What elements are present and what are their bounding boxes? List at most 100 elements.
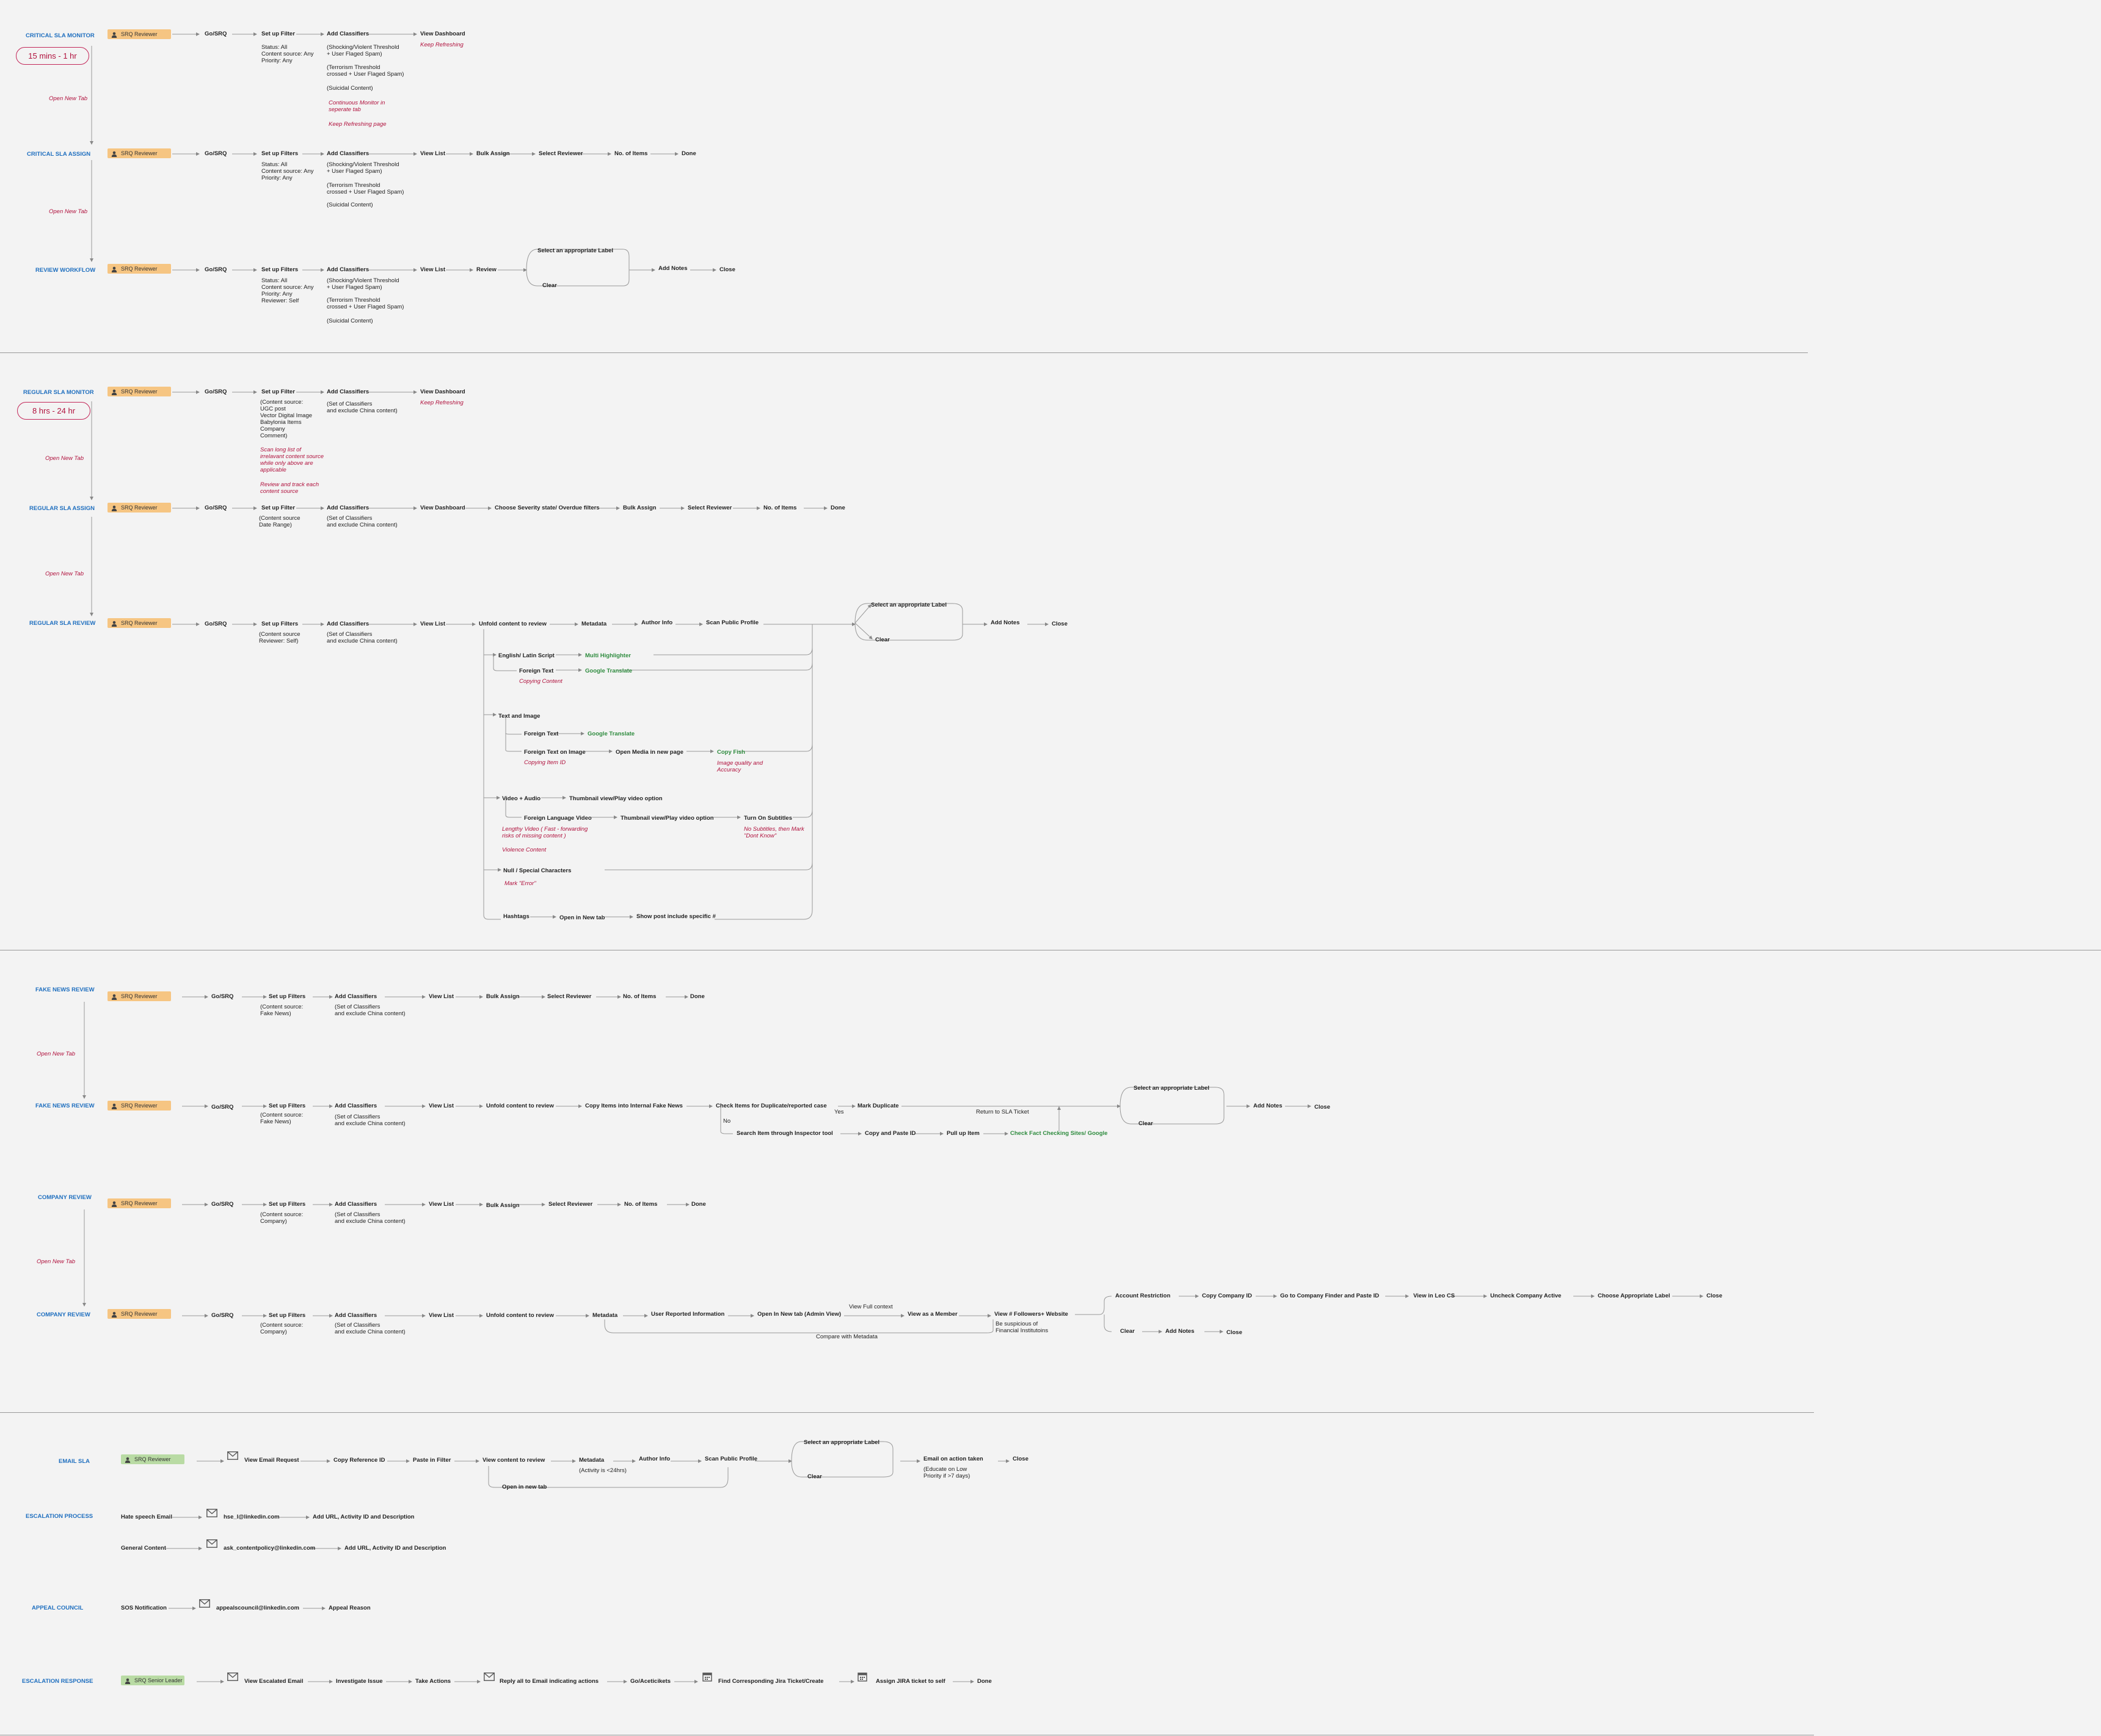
- flow-step: Foreign Text on Image: [524, 749, 586, 756]
- flow-step: ask_contentpolicy@linkedin.com: [224, 1545, 316, 1552]
- flow-step: Add Notes: [991, 619, 1020, 626]
- flow-step: Foreign Language Video: [524, 815, 592, 822]
- connector-path: [715, 624, 813, 920]
- annotation-note: Violence Content: [502, 847, 547, 853]
- annotation-note: Image quality and: [717, 760, 763, 767]
- annotation-note: Open New Tab: [45, 571, 84, 577]
- flow-step: Set up Filters: [269, 1103, 306, 1109]
- flow-step: Bulk Assign: [476, 150, 510, 157]
- annotation-note: applicable: [260, 467, 286, 473]
- step-detail: (Educate on Low: [923, 1466, 967, 1473]
- flow-step: Close: [719, 266, 735, 273]
- flow-step: View # Followers+ Website: [994, 1311, 1068, 1318]
- flow-step: Add Classifiers: [327, 388, 370, 395]
- step-detail: (Set of Classifiers: [327, 631, 373, 638]
- flow-step: View as a Member: [908, 1311, 958, 1318]
- connector-path: [493, 655, 517, 671]
- flow-step: Go/SRQ: [205, 388, 227, 395]
- flow-step: View Escalated Email: [244, 1678, 304, 1685]
- flow-step: Author Info: [639, 1456, 671, 1462]
- role-label: SRQ Reviewer: [121, 1103, 158, 1109]
- annotation-note: Open New Tab: [49, 95, 88, 102]
- step-detail: (Content source: [259, 631, 300, 638]
- step-detail: Be suspicious of: [996, 1321, 1038, 1327]
- annotation-note: seperate tab: [329, 106, 361, 113]
- flow-step: Thumbnail view/Play video option: [569, 795, 663, 802]
- step-detail: Status: All: [261, 277, 288, 284]
- step-detail: (Content source:: [260, 1211, 304, 1218]
- annotation-note: Review and track each: [260, 481, 319, 488]
- sla-time-pill: 15 mins - 1 hr: [16, 47, 89, 65]
- connector-path: [604, 1319, 994, 1333]
- flow-step: Open Media in new page: [616, 749, 683, 756]
- flow-step: Select an appropriate Label: [1134, 1085, 1210, 1092]
- user-icon: [111, 31, 117, 38]
- step-detail: (Content source: [259, 515, 300, 522]
- flow-step: No. of Items: [624, 1201, 658, 1208]
- flow-step: Select an appropriate Label: [871, 602, 947, 608]
- flow-step: Go to Company Finder and Paste ID: [1280, 1293, 1380, 1299]
- connector-path: [854, 603, 963, 641]
- flow-step: Add Classifiers: [327, 266, 370, 273]
- step-detail: (Suicidal Content): [327, 318, 373, 324]
- flow-step: User Reported Information: [651, 1311, 725, 1318]
- role-label: SRQ Reviewer: [121, 31, 158, 37]
- flow-step: Set up Filter: [261, 505, 295, 511]
- role-badge: SRQ Reviewer: [107, 29, 171, 39]
- role-badge: SRQ Reviewer: [107, 387, 171, 396]
- flow-step: Open In New tab (Admin View): [757, 1311, 842, 1318]
- flow-step: Text and Image: [498, 713, 541, 720]
- role-badge: SRQ Reviewer: [107, 1309, 171, 1319]
- flow-step: hse_l@linkedin.com: [224, 1514, 280, 1520]
- section-divider: [0, 352, 1808, 353]
- flow-step: Close: [1314, 1104, 1330, 1111]
- annotation-note: risks of missing content ): [502, 833, 566, 839]
- role-badge: SRQ Reviewer: [107, 503, 171, 512]
- flow-step: Clear: [875, 636, 890, 643]
- step-detail: Return to SLA Ticket: [976, 1109, 1029, 1115]
- annotation-note: Keep Refreshing page: [329, 121, 387, 128]
- role-label: SRQ Reviewer: [121, 993, 158, 999]
- mail-icon: [206, 1539, 217, 1548]
- annotation-note: Open New Tab: [37, 1051, 76, 1057]
- role-label: SRQ Senior Leader: [134, 1677, 183, 1683]
- flow-step: Go/SRQ: [205, 266, 227, 273]
- user-icon: [111, 620, 117, 627]
- user-icon: [111, 1200, 117, 1207]
- mail-icon: [206, 1509, 217, 1517]
- user-icon: [111, 150, 117, 157]
- step-detail: Priority if >7 days): [923, 1473, 970, 1479]
- flow-step: Author Info: [641, 619, 673, 626]
- flow-step: Select Reviewer: [688, 505, 732, 511]
- step-detail: crossed + User Flaged Spam): [327, 304, 404, 310]
- role-badge: SRQ Reviewer: [107, 1101, 171, 1111]
- flow-step: Check Items for Duplicate/reported case: [716, 1103, 827, 1109]
- step-detail: Yes: [834, 1109, 844, 1115]
- flow-step: Bulk Assign: [486, 1202, 520, 1209]
- flow-step: View Dashboard: [420, 31, 465, 37]
- flow-step: Set up Filter: [261, 31, 295, 37]
- flow-step: Copy Reference ID: [333, 1457, 385, 1464]
- annotation-note: while only above are: [260, 460, 313, 467]
- flow-step: Clear: [807, 1473, 822, 1480]
- flow-step: View List: [429, 1312, 454, 1319]
- role-badge: SRQ Reviewer: [107, 148, 171, 158]
- flow-step: Copy and Paste ID: [865, 1130, 916, 1137]
- flow-step: Scan Public Profile: [706, 619, 759, 626]
- step-detail: (Content source:: [260, 1322, 304, 1329]
- flow-step: Thumbnail view/Play video option: [621, 815, 714, 822]
- user-icon: [111, 1311, 117, 1318]
- annotation-note: Continuous Monitor in: [329, 100, 385, 106]
- step-detail: No: [723, 1118, 731, 1125]
- step-detail: and exclude China content): [327, 638, 398, 644]
- connector-path: [1075, 1296, 1112, 1315]
- tool-step: Multi Highlighter: [585, 652, 631, 659]
- step-detail: (Terrorism Threshold: [327, 297, 381, 304]
- flow-step: Foreign Text: [524, 731, 559, 737]
- flow-step: Open in New tab: [559, 914, 605, 921]
- section-label: COMPANY REVIEW: [38, 1194, 92, 1201]
- flow-step: Set up Filter: [261, 388, 295, 395]
- step-detail: and exclude China content): [327, 522, 398, 528]
- flow-step: Set up Filters: [261, 266, 299, 273]
